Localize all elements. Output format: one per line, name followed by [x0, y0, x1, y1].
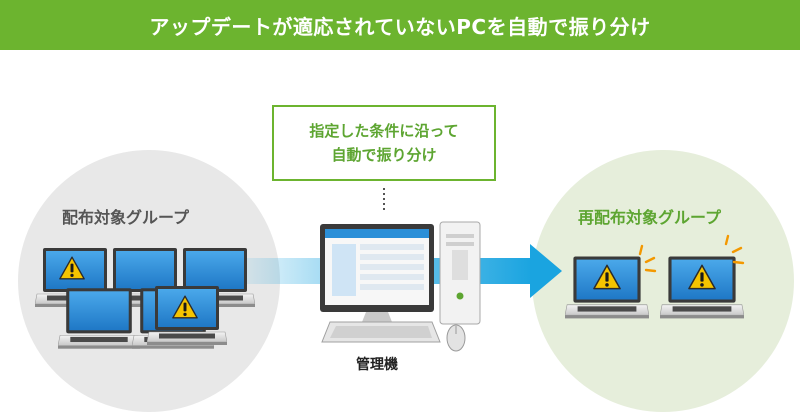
laptop-target-1	[565, 244, 657, 319]
target-group-label: 再配布対象グループ	[578, 208, 722, 227]
admin-pc	[320, 221, 481, 352]
laptop-source-6	[147, 286, 227, 346]
flow-arrow-head	[530, 244, 562, 298]
source-laptops	[35, 248, 255, 350]
callout-line-2: 自動で振り分け	[331, 146, 437, 164]
target-laptops	[565, 234, 745, 319]
rule-callout: 指定した条件に沿って 自動で振り分け	[272, 105, 496, 181]
alert-marks-icon	[638, 244, 657, 273]
admin-pc-label: 管理機	[356, 357, 398, 373]
page-title: アップデートが適応されていないPCを自動で振り分け	[149, 14, 651, 39]
laptop-target-2	[660, 234, 745, 319]
alert-marks-icon	[724, 234, 745, 265]
callout-line-1: 指定した条件に沿って	[309, 122, 459, 140]
laptop-source-4	[58, 288, 140, 350]
source-group-label: 配布対象グループ	[62, 208, 190, 227]
title-banner: アップデートが適応されていないPCを自動で振り分け	[0, 0, 800, 50]
